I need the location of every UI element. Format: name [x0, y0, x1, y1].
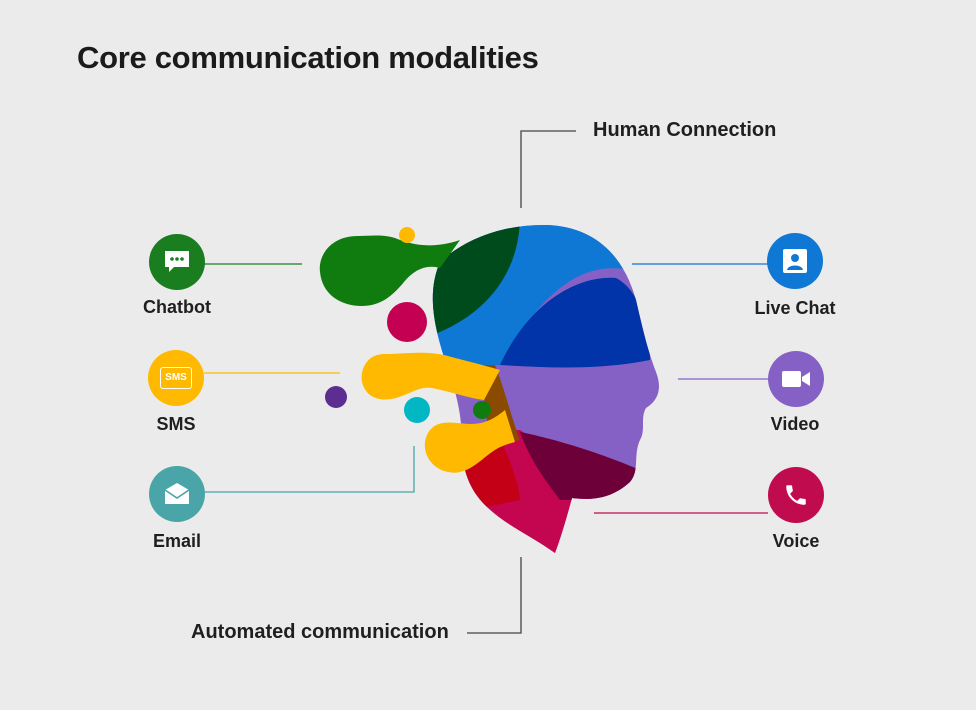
video-camera-icon: [782, 371, 810, 387]
connector-lines: [204, 130, 768, 634]
video-badge[interactable]: [768, 351, 824, 407]
contact-card-icon: [783, 249, 807, 273]
chatbot-badge[interactable]: [149, 234, 205, 290]
yellow-blob-upper: [361, 352, 500, 400]
connector-automated: [467, 557, 522, 634]
small-yellow-dot: [399, 227, 415, 243]
live-chat-label: Live Chat: [754, 298, 836, 318]
sms-bubble-icon: SMS: [160, 367, 192, 389]
sms-icon-text: SMS: [165, 372, 187, 383]
green-dot: [473, 401, 491, 419]
email-badge[interactable]: [149, 466, 205, 522]
chat-bubble-icon: [165, 251, 189, 272]
voice-badge[interactable]: [768, 467, 824, 523]
page-title: Core communication modalities: [77, 40, 539, 75]
sms-badge[interactable]: SMS: [148, 350, 204, 406]
bubble-network: [319, 227, 515, 473]
magenta-dot: [387, 302, 427, 342]
email-label: Email: [152, 531, 202, 551]
phone-icon: [786, 485, 806, 505]
yellow-blob-lower: [424, 410, 515, 473]
live-chat-badge[interactable]: [767, 233, 823, 289]
chatbot-label: Chatbot: [143, 297, 211, 317]
callout-human-connection: Human Connection: [593, 119, 777, 141]
green-blob: [319, 235, 460, 306]
sms-label: SMS: [156, 414, 196, 434]
teal-dot: [404, 397, 430, 423]
connector-email: [204, 446, 415, 493]
voice-label: Voice: [772, 531, 820, 551]
envelope-icon: [164, 483, 190, 504]
video-label: Video: [770, 414, 820, 434]
callout-automated-communication: Automated communication: [191, 621, 449, 643]
purple-dot: [325, 386, 347, 408]
connector-human-connection: [520, 130, 576, 208]
